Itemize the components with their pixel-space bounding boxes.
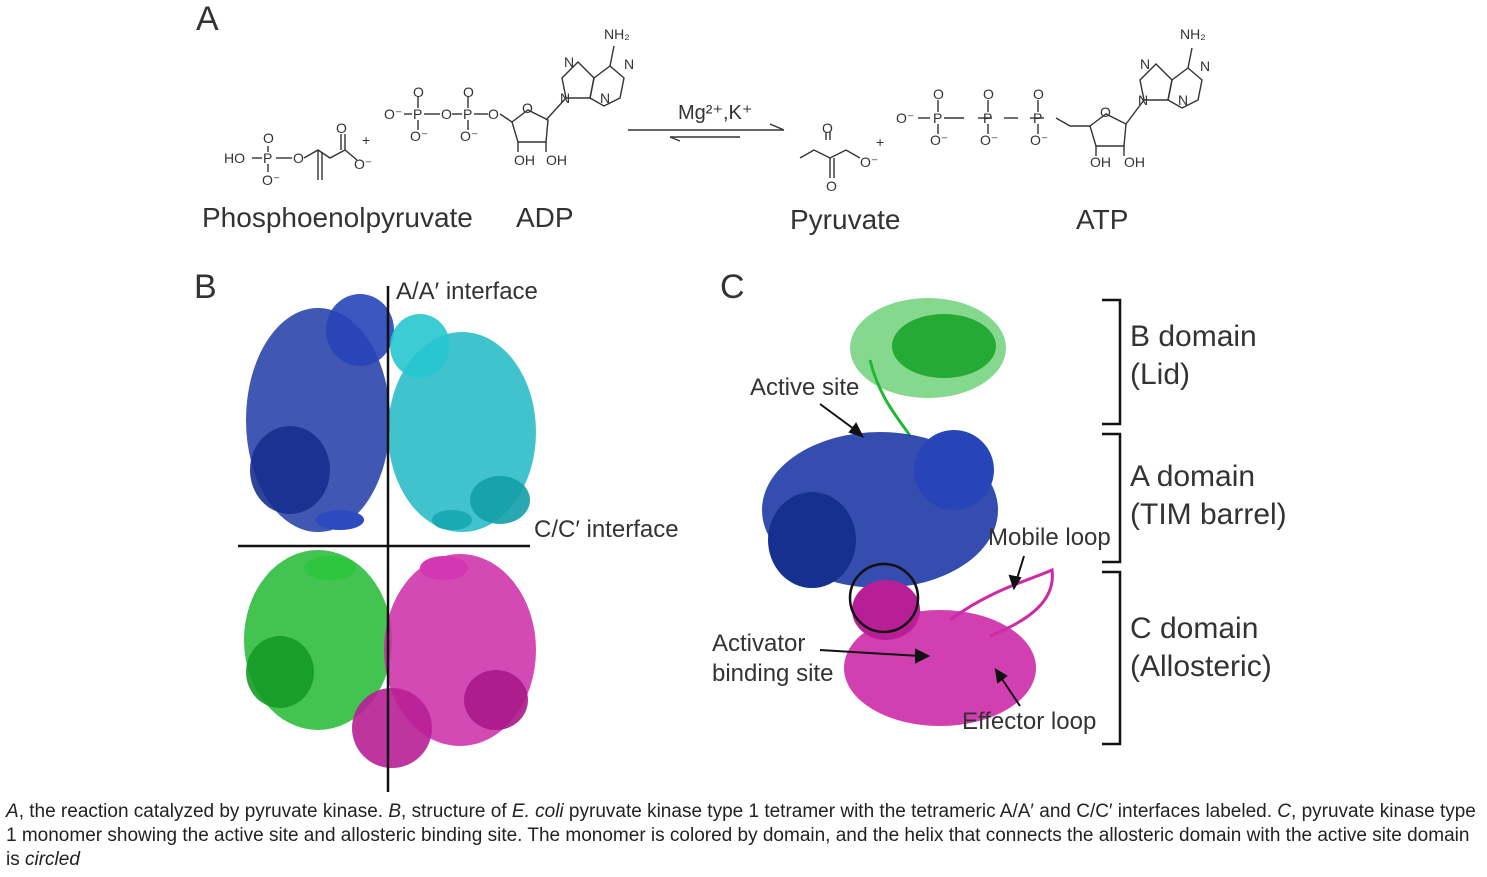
- monomer-a-domain: [762, 430, 998, 588]
- label-mobile-loop: Mobile loop: [988, 524, 1111, 551]
- adp-ring-o-label: O: [522, 100, 533, 116]
- pyr-o-minus-label: O⁻: [860, 154, 879, 170]
- active-site-arrow: [819, 403, 859, 433]
- adp-oh1-label: OH: [514, 152, 535, 168]
- atp-n3-label: N: [1178, 92, 1189, 108]
- pep-ho-label: HO: [224, 150, 245, 166]
- caption-b-letter: B: [388, 801, 402, 822]
- adp-o-minus-label: O⁻: [384, 106, 403, 122]
- atp-p3-label: P: [1033, 110, 1043, 126]
- label-pyruvate: Pyruvate: [790, 204, 901, 235]
- caption-a-text: , the reaction catalyzed by pyruvate kin…: [18, 801, 389, 822]
- tetramer-chain-green: [244, 550, 392, 730]
- pyr-o-label: O: [822, 120, 833, 136]
- pep-p-label: P: [263, 150, 273, 166]
- label-active-site: Active site: [750, 374, 860, 401]
- pep-o-bridge-label: O: [293, 150, 304, 166]
- tetramer-chain-blue: [246, 294, 394, 532]
- adp-n1-label: N: [624, 56, 635, 72]
- adp-o2-label: O: [463, 84, 474, 100]
- tetramer-chain-magenta: [352, 554, 536, 768]
- pep-carbonyl-o-label: O: [336, 120, 347, 136]
- label-activator-line2: binding site: [712, 660, 834, 687]
- monomer-b-domain: [850, 298, 1006, 437]
- caption-b-text2: pyruvate kinase type 1 tetramer with the…: [563, 801, 1278, 822]
- b-domain-bracket: [1102, 298, 1122, 426]
- caption-a-letter: A: [6, 801, 19, 822]
- adp-o-minus-3-label: O⁻: [460, 128, 479, 144]
- a-domain-bracket: [1102, 432, 1122, 564]
- atp-o-minus-3-label: O⁻: [980, 132, 999, 148]
- atp-o-minus-2-label: O⁻: [930, 132, 949, 148]
- atp-o-minus-4-label: O⁻: [1030, 132, 1049, 148]
- atp-o1-label: O: [933, 86, 944, 102]
- atp-oh2-label: OH: [1124, 154, 1145, 170]
- atp-p1-label: P: [933, 110, 943, 126]
- pep-carboxylate-label: O⁻: [354, 156, 373, 172]
- a-domain-name: A domain: [1130, 460, 1256, 493]
- c-domain-sub: (Allosteric): [1130, 650, 1272, 683]
- adp-n7-label: N: [564, 54, 575, 70]
- a-domain-sub: (TIM barrel): [1130, 498, 1287, 531]
- pep-o-minus-label: O⁻: [262, 172, 281, 188]
- caption-c-letter: C: [1277, 801, 1292, 822]
- adp-oh2-label: OH: [546, 152, 567, 168]
- adp-n9-label: N: [560, 90, 571, 106]
- atp-n7-label: N: [1140, 56, 1151, 72]
- c-domain-name: C domain: [1130, 612, 1259, 645]
- panel-b-letter: B: [194, 268, 217, 306]
- label-activator-line1: Activator: [712, 630, 806, 657]
- adp-ester-o-label: O: [488, 106, 499, 122]
- caption-circled: circled: [25, 849, 80, 870]
- adp-o-minus-2-label: O⁻: [410, 128, 429, 144]
- atp-p2-label: P: [983, 110, 993, 126]
- adp-o1-label: O: [413, 84, 424, 100]
- atp-oh1-label: OH: [1090, 154, 1111, 170]
- atp-o-minus-label: O⁻: [896, 110, 915, 126]
- adp-p1-label: P: [413, 106, 423, 122]
- label-b-domain: B domain (Lid): [1130, 318, 1257, 394]
- effector-loop-arrow: [999, 675, 1021, 707]
- label-atp: ATP: [1076, 204, 1129, 235]
- panel-c-letter: C: [720, 268, 745, 306]
- atp-n9-label: N: [1138, 92, 1149, 108]
- tetramer-chain-cyan: [388, 314, 536, 532]
- atp-o3-label: O: [1033, 86, 1044, 102]
- caption-b-text: , structure of: [401, 801, 512, 822]
- adp-bridge-o-label: O: [441, 106, 452, 122]
- label-cc-interface: C/C′ interface: [534, 516, 679, 543]
- atp-o2-label: O: [983, 86, 994, 102]
- c-domain-bracket: [1102, 570, 1122, 746]
- label-c-domain: C domain (Allosteric): [1130, 610, 1272, 686]
- adp-n3-label: N: [600, 90, 611, 106]
- atp-ring-o-label: O: [1100, 104, 1111, 120]
- label-adp: ADP: [516, 202, 574, 233]
- figure-caption: A, the reaction catalyzed by pyruvate ki…: [6, 800, 1482, 872]
- caption-species: E. coli: [511, 801, 564, 822]
- atp-nh2-label: NH₂: [1180, 26, 1206, 42]
- connecting-helix-circle: [848, 562, 920, 634]
- label-aa-interface: A/A′ interface: [396, 278, 538, 305]
- b-domain-name: B domain: [1130, 320, 1257, 353]
- label-effector-loop: Effector loop: [962, 708, 1097, 735]
- plus-sign-1: +: [362, 132, 371, 148]
- plus-sign-2: +: [876, 134, 885, 150]
- atp-n1-label: N: [1200, 58, 1211, 74]
- pyr-o2-label: O: [826, 178, 837, 194]
- caption-c-text: , pyruvate kinase type 1 monomer showing…: [6, 801, 1476, 870]
- panel-a-letter: A: [196, 0, 219, 38]
- adp-p2-label: P: [463, 106, 473, 122]
- adp-nh2-label: NH₂: [604, 26, 630, 42]
- monomer-c-domain: [844, 567, 1054, 726]
- activator-site-arrow: [819, 649, 921, 657]
- label-phosphoenolpyruvate: Phosphoenolpyruvate: [202, 202, 473, 233]
- label-a-domain: A domain (TIM barrel): [1130, 458, 1287, 534]
- reaction-condition: Mg²⁺,K⁺: [678, 102, 753, 124]
- b-domain-sub: (Lid): [1130, 358, 1191, 391]
- pep-o-label: O: [263, 130, 274, 146]
